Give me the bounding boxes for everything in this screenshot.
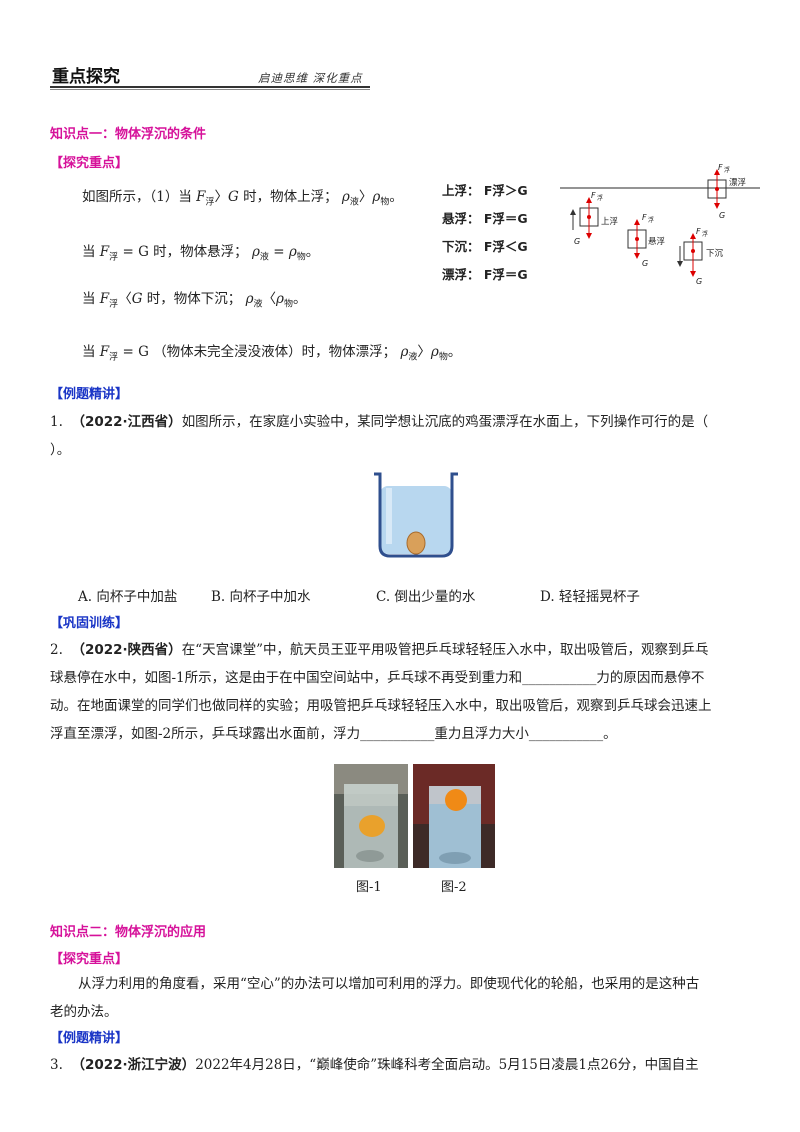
formula-rho-lt: ρ液〈ρ物 bbox=[245, 291, 293, 310]
beaker-egg-figure bbox=[374, 472, 458, 558]
rule-sink: 下沉： F浮＜G bbox=[442, 239, 528, 254]
svg-text:G: G bbox=[719, 211, 725, 220]
condition-suspend: 当 F浮 = G 时，物体悬浮； ρ液 = ρ物。 bbox=[82, 244, 320, 263]
formula-f-eq-g: F浮 = G bbox=[99, 244, 149, 263]
section2-example-tag: 【例题精讲】 bbox=[50, 1031, 129, 1046]
header-rule-thin bbox=[50, 89, 370, 90]
formula-rho-gt-float: ρ液〉ρ物 bbox=[400, 344, 448, 363]
photo-fig-1 bbox=[334, 764, 408, 868]
question-3: 3. （2022·浙江宁波）2022年4月28日，“巅峰使命”珠峰科考全面启动。… bbox=[50, 1057, 699, 1073]
option-b[interactable]: B. 向杯子中加水 bbox=[211, 589, 311, 605]
ping-pong-ball-floating bbox=[445, 789, 467, 811]
svg-text:上浮: 上浮 bbox=[601, 216, 618, 227]
section2-explore-tag: 【探究重点】 bbox=[50, 952, 129, 967]
formula-f-gt-g: F浮〉G bbox=[196, 189, 239, 208]
svg-text:浮: 浮 bbox=[648, 216, 654, 224]
header-rule bbox=[50, 86, 370, 88]
question-2: 2. （2022·陕西省）在“天宫课堂”中，航天员王亚平用吸管把乒乓球轻轻压入水… bbox=[50, 642, 712, 742]
caption-fig-1: 图-1 bbox=[356, 880, 382, 895]
svg-text:浮: 浮 bbox=[724, 166, 730, 174]
svg-text:F: F bbox=[718, 163, 723, 172]
condition-rise: 如图所示，（1）当 F浮〉G 时，物体上浮； ρ液〉ρ物。 bbox=[82, 189, 403, 208]
svg-text:F: F bbox=[642, 213, 647, 222]
section2-title: 知识点二：物体浮沉的应用 bbox=[50, 925, 207, 940]
formula-rho-eq: ρ液 = ρ物 bbox=[251, 244, 306, 263]
formula-rho-gt: ρ液〉ρ物 bbox=[341, 189, 390, 208]
condition-sink: 当 F浮〈G 时，物体下沉； ρ液〈ρ物。 bbox=[82, 291, 307, 310]
svg-text:G: G bbox=[696, 277, 702, 286]
condition-float: 当 F浮 = G （物体未完全浸没液体）时，物体漂浮； ρ液〉ρ物。 bbox=[82, 344, 462, 363]
option-d[interactable]: D. 轻轻摇晃杯子 bbox=[540, 589, 640, 605]
beaker-outline bbox=[374, 472, 458, 558]
ping-pong-ball bbox=[359, 815, 385, 837]
svg-text:浮: 浮 bbox=[597, 194, 603, 202]
question-1: 1. （2022·江西省）如图所示，在家庭小实验中，某同学想让沉底的鸡蛋漂浮在水… bbox=[50, 414, 709, 458]
photo-fig-2 bbox=[413, 764, 495, 868]
section-header-title: 重点探究 bbox=[52, 67, 120, 87]
section1-explore-tag: 【探究重点】 bbox=[50, 156, 129, 171]
formula-f-eq-g-float: F浮 = G bbox=[99, 344, 149, 363]
box-suspend: F 浮 G 悬浮 bbox=[627, 213, 665, 268]
svg-text:F: F bbox=[696, 227, 701, 236]
rule-float: 漂浮： F浮＝G bbox=[442, 267, 528, 282]
svg-text:F: F bbox=[591, 191, 596, 200]
svg-text:下沉: 下沉 bbox=[706, 249, 724, 259]
practice-tag: 【巩固训练】 bbox=[50, 616, 129, 631]
rule-suspend: 悬浮： F浮＝G bbox=[442, 211, 528, 226]
beaker-water bbox=[380, 486, 452, 554]
svg-text:G: G bbox=[642, 259, 648, 268]
svg-text:浮: 浮 bbox=[702, 230, 708, 238]
formula-f-lt-g: F浮〈G bbox=[99, 291, 143, 310]
caption-fig-2: 图-2 bbox=[441, 880, 467, 895]
section2-paragraph: 从浮力利用的角度看，采用“空心”的办法可以增加可利用的浮力。即使现代化的轮船，也… bbox=[50, 976, 700, 1020]
option-c[interactable]: C. 倒出少量的水 bbox=[376, 589, 476, 605]
section1-example-tag: 【例题精讲】 bbox=[50, 387, 129, 402]
rule-rise: 上浮： F浮＞G bbox=[442, 183, 528, 198]
svg-text:悬浮: 悬浮 bbox=[648, 236, 665, 247]
egg bbox=[406, 531, 426, 555]
box-rise: F 浮 G 上浮 bbox=[570, 191, 618, 246]
section1-title: 知识点一：物体浮沉的条件 bbox=[50, 127, 207, 142]
option-a[interactable]: A. 向杯子中加盐 bbox=[78, 589, 178, 605]
section-header-tagline: 启迪思维 深化重点 bbox=[258, 71, 363, 85]
buoyancy-diagram: F 浮 G 上浮 F 浮 G 悬浮 F 浮 G 下沉 F 浮 G 漂浮 bbox=[560, 163, 760, 286]
svg-text:G: G bbox=[574, 237, 580, 246]
svg-text:漂浮: 漂浮 bbox=[729, 177, 746, 188]
box-sink: F 浮 G 下沉 bbox=[677, 227, 724, 286]
box-float: F 浮 G 漂浮 bbox=[707, 163, 746, 220]
